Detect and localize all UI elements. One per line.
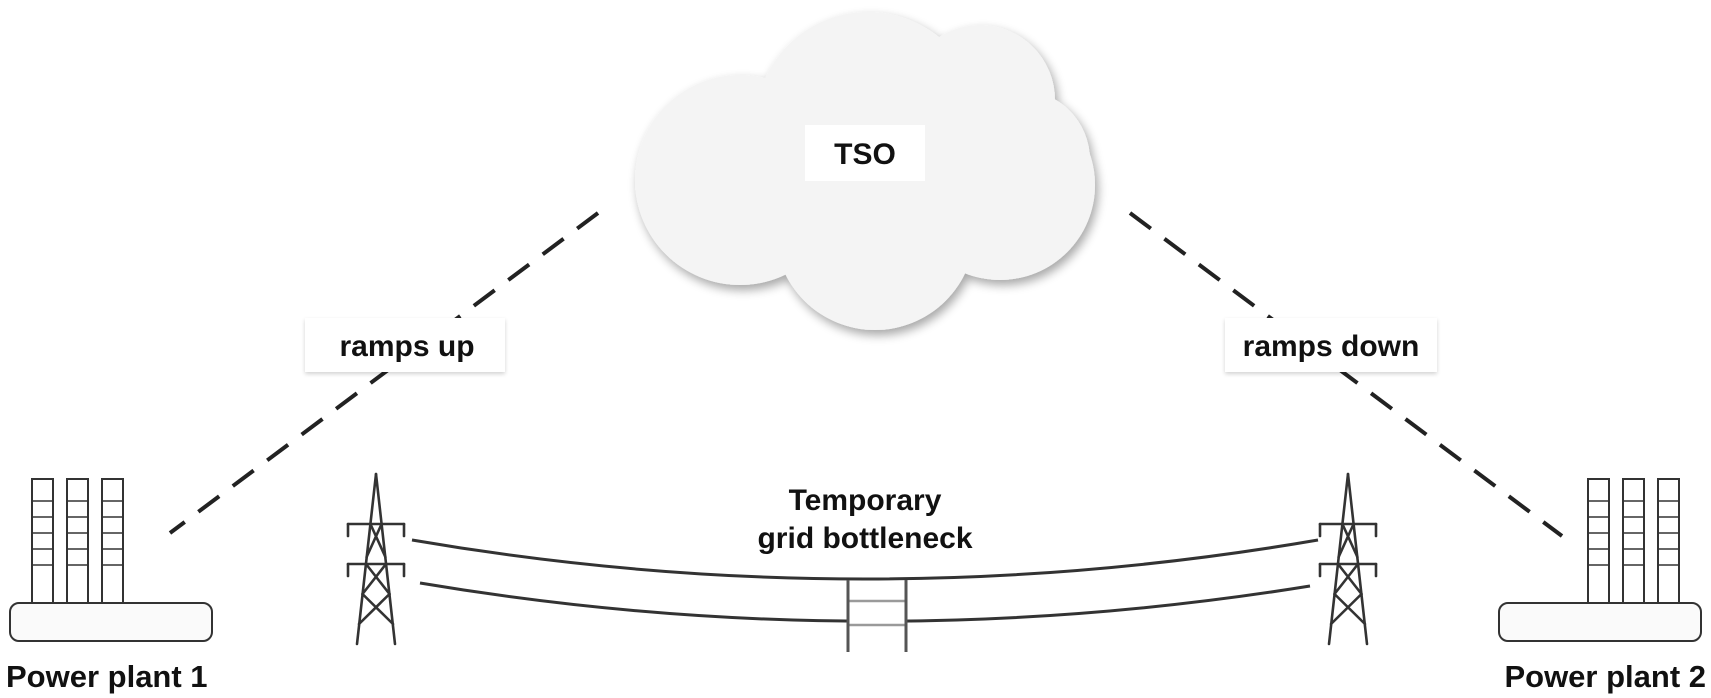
bottleneck-label-line1: Temporary <box>789 484 942 517</box>
power-plant-icon-right <box>1498 478 1702 642</box>
transmission-tower-icon-left <box>346 472 406 646</box>
label-ramps-down: ramps down <box>1243 330 1420 363</box>
communication-links <box>168 211 1564 538</box>
tso-label: TSO <box>834 138 896 171</box>
tso-label-box <box>805 125 925 181</box>
label-ramps-up: ramps up <box>339 330 474 363</box>
link-left-dashed <box>168 211 600 535</box>
label-box-ramps-up <box>305 318 505 372</box>
label-box-ramps-down <box>1225 318 1437 372</box>
power-plant-icon-left <box>9 478 213 642</box>
transmission-line-upper <box>411 538 1319 581</box>
bottleneck-label-line2: grid bottleneck <box>757 522 972 555</box>
plant-label-left: Power plant 1 <box>6 659 208 694</box>
plant-label-right: Power plant 2 <box>1504 659 1706 694</box>
transmission-tower-icon-right <box>1318 472 1378 646</box>
bottleneck-marker <box>846 580 908 652</box>
link-right-dashed <box>1128 211 1564 538</box>
